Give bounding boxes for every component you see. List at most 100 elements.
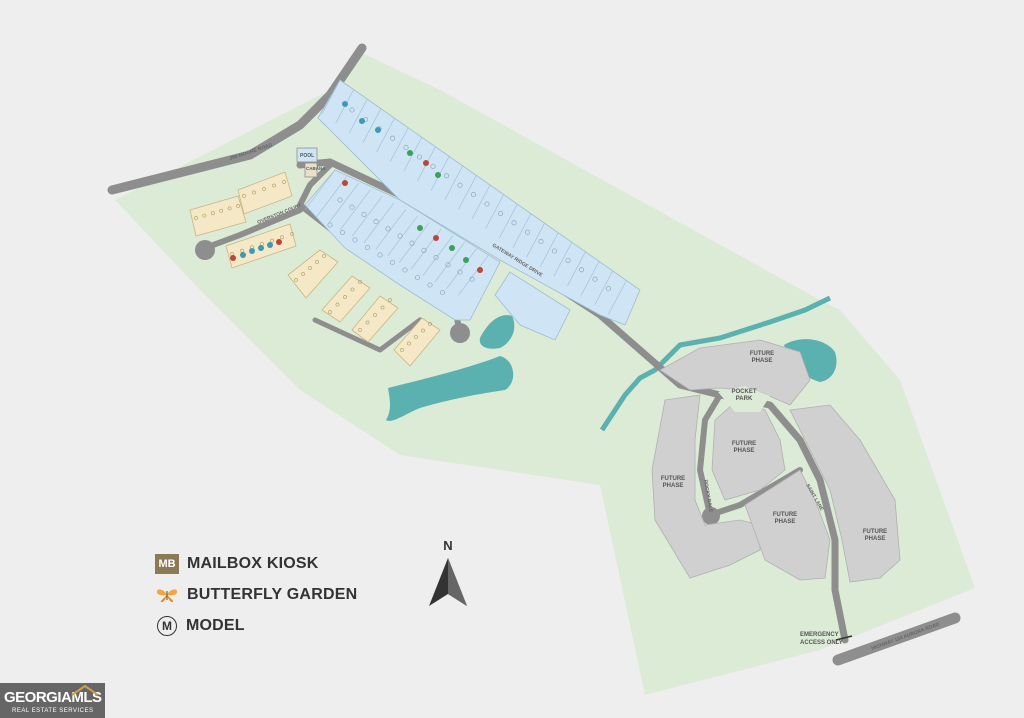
cul-de-sac-west [195, 240, 215, 260]
townhome-unit-icon [380, 305, 385, 310]
townhome-lot-lines [194, 180, 432, 352]
cul-de-sac-south [450, 323, 470, 343]
home-site-icon [389, 135, 396, 141]
home-site-icon [433, 255, 439, 261]
highlighted-lot-marker [249, 248, 255, 254]
townhome-unit-icon [301, 272, 305, 276]
highway-124-road [832, 612, 961, 666]
home-site-icon [402, 267, 408, 273]
highlighted-lot-marker [342, 180, 348, 186]
legend-butterfly-label: BUTTERFLY GARDEN [187, 586, 358, 603]
townhome-unit-icon [322, 254, 326, 258]
townhome-unit-icon [365, 320, 370, 325]
future-phase-label: FUTURE [732, 441, 756, 447]
future-phase-east [789, 404, 901, 583]
townhome-unit-icon [236, 204, 240, 208]
townhome-unit-icon [407, 341, 411, 346]
highlighted-lot-marker [230, 255, 236, 261]
townhome-unit-icon [421, 328, 425, 333]
lot-line [553, 242, 573, 277]
townhome-unit-icon [358, 328, 362, 332]
home-site-icon [409, 240, 415, 246]
butterfly-icon [155, 585, 179, 605]
home-site-icon [592, 276, 598, 282]
lot-line [351, 196, 383, 237]
highlighted-lot-marker [463, 257, 469, 263]
future-phase-label: FUTURE [773, 512, 797, 518]
townhome-unit-icon [290, 232, 294, 236]
lot-line [340, 189, 371, 230]
future-phase-label: PHASE [865, 536, 886, 542]
home-site-icon [339, 229, 346, 236]
townhome-unit-icon [272, 183, 276, 188]
townhome-unit-icon [350, 287, 355, 292]
lot-line [471, 184, 491, 220]
highlighted-lot-marker [276, 239, 282, 245]
home-site-icon [421, 247, 427, 253]
lot-line [526, 223, 545, 258]
home-site-icon [361, 211, 367, 217]
lot-line [422, 235, 454, 276]
home-site-icon [427, 282, 433, 288]
home-site-icon [403, 145, 409, 151]
watermark-sub: REAL ESTATE SERVICES [12, 708, 94, 714]
lot-line [321, 79, 341, 115]
emergency-label-line2: ACCESS ONLY [800, 640, 843, 646]
highlighted-lot-marker [423, 160, 429, 166]
lot-line [567, 251, 586, 286]
future-phase-label: PHASE [663, 483, 684, 489]
home-site-icon [484, 201, 490, 207]
home-site-icon [457, 269, 463, 275]
home-site-icon [327, 222, 333, 228]
cul-de-sac-future [702, 507, 720, 525]
watermark-brand: GEORGIAMLS [4, 689, 102, 706]
legend-model-label: MODEL [186, 617, 245, 634]
lot-line [608, 280, 627, 315]
home-site-icon [511, 220, 517, 226]
highlighted-lot-marker [417, 225, 423, 231]
road-label-rocky-dale: ROCKY DALE [702, 479, 714, 513]
townhome-unit-icon [358, 280, 362, 284]
lots-south [494, 271, 571, 341]
home-site-icon [605, 286, 612, 292]
townhome-unit-icon [315, 260, 319, 264]
townhome-unit-icon [400, 348, 404, 352]
lot-markers [230, 101, 612, 296]
lot-line [389, 127, 409, 162]
north-arrow-icon [429, 558, 467, 606]
townhome-unit-icon [262, 187, 266, 191]
lot-line [446, 248, 477, 290]
lot-line [403, 137, 423, 172]
townhome-unit-icon [373, 313, 377, 317]
home-site-icon [551, 248, 558, 254]
lots-center [304, 169, 501, 321]
future-phase-label: PHASE [752, 358, 773, 364]
home-site-icon [337, 197, 343, 203]
cabana-label: CABANA [306, 166, 326, 171]
legend-model: M MODEL [155, 615, 357, 637]
future-phase-label: FUTURE [661, 476, 685, 482]
lot-line [349, 98, 368, 134]
townhome-unit-icon [343, 295, 347, 299]
future-phase-label: PHASE [775, 519, 796, 525]
townhome-unit-icon [219, 208, 224, 213]
stream [599, 295, 832, 432]
home-site-icon [352, 237, 358, 243]
jim-moore-road [107, 43, 367, 195]
townhome-unit-icon [202, 213, 207, 218]
home-site-icon [445, 262, 451, 268]
pool-area [296, 147, 318, 163]
highlighted-lot-marker [342, 101, 348, 107]
future-phase-north [659, 339, 811, 406]
lot-line [362, 108, 382, 143]
townhome-unit-icon [242, 194, 246, 198]
road-label-highway: HIGHWAY 124 AURORA ROAD [871, 621, 941, 651]
mailbox-kiosk-icon: MB [155, 554, 179, 574]
pocket-park-text: PARK [736, 396, 753, 402]
lot-line [328, 182, 359, 224]
future-phase-label: FUTURE [863, 529, 887, 535]
townhome-unit-icon [282, 180, 286, 184]
north-label: N [443, 538, 453, 553]
home-site-icon [373, 219, 379, 225]
home-site-icon [439, 289, 446, 296]
